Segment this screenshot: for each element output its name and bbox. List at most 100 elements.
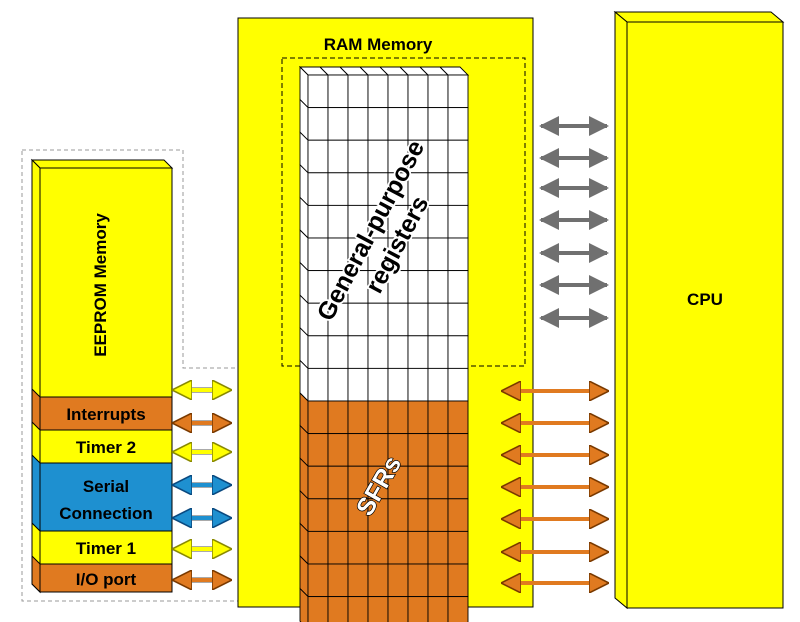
sfr-cell <box>307 465 329 500</box>
serial-connection-block-side <box>31 453 41 533</box>
gpr-cell <box>367 335 389 369</box>
sfr-cell <box>407 530 429 565</box>
io-port-block <box>39 563 173 593</box>
sfr-cell <box>327 596 349 622</box>
gpr-cell <box>447 204 469 239</box>
timer1-label: Timer 1 <box>76 539 136 558</box>
sfr-cell <box>387 596 409 622</box>
sfr-cell <box>327 498 349 532</box>
gpr-cell <box>427 270 449 304</box>
timer2-block <box>39 429 173 464</box>
gpr-cell <box>407 367 429 402</box>
serial-label-line1: Serial <box>83 477 129 496</box>
cpu-block <box>626 21 784 609</box>
gpr-cell <box>447 237 469 272</box>
cpu-ram-bus-arrows <box>503 116 609 583</box>
gpr-cell <box>427 107 449 141</box>
sfr-cell <box>367 530 389 565</box>
sfr-cell <box>347 530 369 565</box>
sfr-cell <box>447 465 469 500</box>
sfr-cell <box>407 433 429 467</box>
gpr-cell <box>447 139 469 174</box>
register-grid <box>298 65 470 622</box>
gpr-cell <box>447 270 469 304</box>
sfr-cell <box>327 563 349 598</box>
gpr-cell <box>387 74 409 109</box>
gpr-cell <box>307 335 329 369</box>
cpu-block-top <box>613 11 785 23</box>
sfr-cell <box>347 563 369 598</box>
gpr-cell <box>327 107 349 141</box>
sfr-cell <box>427 596 449 622</box>
gpr-cell <box>327 367 349 402</box>
sfr-cell <box>367 400 389 435</box>
gpr-cell <box>387 107 409 141</box>
gpr-cell <box>367 74 389 109</box>
peripheral-bus-arrows <box>174 390 230 580</box>
gpr-cell <box>407 335 429 369</box>
gpr-cell <box>327 139 349 174</box>
sfr-cell <box>447 530 469 565</box>
timer1-block <box>39 530 173 565</box>
sfr-cell <box>307 433 329 467</box>
gpr-cell <box>307 139 329 174</box>
gpr-cell <box>387 367 409 402</box>
sfr-cell <box>367 596 389 622</box>
sfr-cell <box>327 400 349 435</box>
gpr-cell <box>347 107 369 141</box>
gpr-cell <box>367 302 389 337</box>
sfr-cell <box>427 498 449 532</box>
gpr-cell <box>447 367 469 402</box>
sfr-cell <box>347 433 369 467</box>
sfr-cell <box>307 400 329 435</box>
sfr-cell <box>407 465 429 500</box>
sfr-cell <box>387 400 409 435</box>
sfr-cell <box>447 400 469 435</box>
sfr-cell <box>327 530 349 565</box>
io-port-label: I/O port <box>76 570 137 589</box>
gpr-cell <box>427 139 449 174</box>
sfr-cell <box>427 400 449 435</box>
sfr-cell <box>447 596 469 622</box>
gpr-cell <box>347 367 369 402</box>
eeprom-block-top <box>30 159 174 169</box>
sfr-cell <box>387 498 409 532</box>
eeprom-memory-block <box>39 167 173 398</box>
gpr-cell <box>367 139 389 174</box>
sfr-cell <box>407 596 429 622</box>
gpr-cell <box>427 237 449 272</box>
gpr-cell <box>427 74 449 109</box>
gpr-cell <box>407 302 429 337</box>
gpr-cell <box>327 204 349 239</box>
gpr-cell <box>447 335 469 369</box>
ram-memory-label: RAM Memory <box>324 35 433 54</box>
gpr-cell <box>327 335 349 369</box>
gpr-cell <box>447 107 469 141</box>
sfr-cell <box>327 465 349 500</box>
gpr-cell <box>307 107 329 141</box>
sfr-cell <box>427 563 449 598</box>
gpr-cell <box>327 74 349 109</box>
gpr-cell <box>427 367 449 402</box>
sfr-cell <box>407 563 429 598</box>
gpr-cell <box>447 74 469 109</box>
sfr-cell <box>447 498 469 532</box>
sfr-cell <box>387 530 409 565</box>
gpr-cell <box>347 335 369 369</box>
sfr-cell <box>407 400 429 435</box>
gpr-cell <box>427 335 449 369</box>
sfr-cell <box>307 498 329 532</box>
sfr-cell <box>447 563 469 598</box>
sfr-cell <box>427 433 449 467</box>
gpr-cell <box>407 74 429 109</box>
gpr-cell <box>367 367 389 402</box>
timer2-label: Timer 2 <box>76 438 136 457</box>
sfr-cell <box>327 433 349 467</box>
sfr-cell <box>347 400 369 435</box>
sfr-cell <box>367 563 389 598</box>
cpu-block-side <box>614 10 628 610</box>
gpr-cell <box>367 107 389 141</box>
gpr-cell <box>387 335 409 369</box>
gpr-cell <box>447 302 469 337</box>
